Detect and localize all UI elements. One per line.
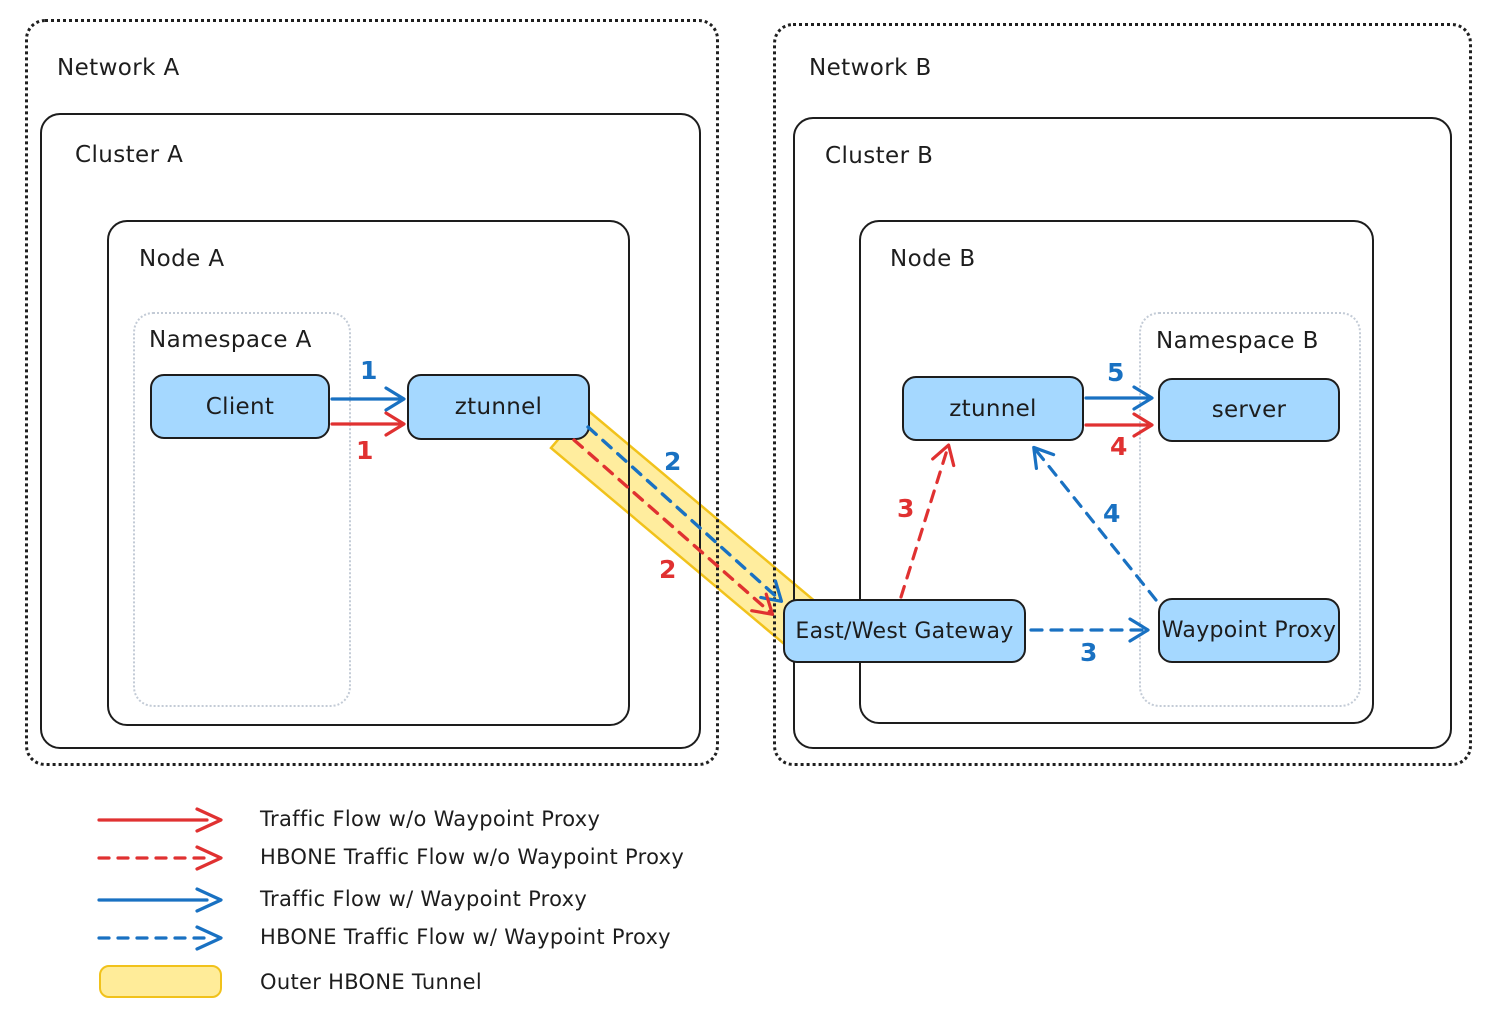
step-1-red-label: 1 bbox=[356, 436, 374, 465]
step-4-red-label: 4 bbox=[1110, 432, 1128, 461]
node-a-label: Node A bbox=[139, 246, 225, 272]
network-b-label: Network B bbox=[809, 55, 932, 81]
legend-label: HBONE Traffic Flow w/ Waypoint Proxy bbox=[260, 925, 671, 949]
server-box: server bbox=[1158, 378, 1340, 442]
legend-label: Traffic Flow w/ Waypoint Proxy bbox=[260, 887, 588, 911]
ztunnel-a-box: ztunnel bbox=[407, 374, 590, 440]
blue-solid-arrow-icon bbox=[97, 887, 223, 913]
step-2-blue-label: 2 bbox=[664, 447, 682, 476]
namespace-b-label: Namespace B bbox=[1156, 328, 1319, 354]
red-solid-arrow-icon bbox=[97, 807, 223, 833]
cluster-a-label: Cluster A bbox=[75, 142, 184, 168]
red-dashed-arrow-icon bbox=[97, 845, 223, 871]
step-3-blue-label: 3 bbox=[1080, 638, 1098, 667]
legend-label: Traffic Flow w/o Waypoint Proxy bbox=[260, 807, 601, 831]
step-5-blue-label: 5 bbox=[1107, 358, 1125, 387]
network-b-container: Network B bbox=[773, 23, 1472, 766]
network-a-label: Network A bbox=[57, 55, 180, 81]
ztunnel-b-box: ztunnel bbox=[902, 376, 1084, 441]
legend-label: HBONE Traffic Flow w/o Waypoint Proxy bbox=[260, 845, 685, 869]
network-a-container: Network A bbox=[25, 19, 719, 766]
node-b-label: Node B bbox=[890, 246, 976, 272]
step-3-red-label: 3 bbox=[897, 494, 915, 523]
east-west-gateway-box: East/West Gateway bbox=[783, 599, 1026, 663]
waypoint-proxy-box: Waypoint Proxy bbox=[1158, 598, 1340, 663]
client-box: Client bbox=[150, 374, 330, 439]
blue-dashed-arrow-icon bbox=[97, 925, 223, 951]
cluster-b-label: Cluster B bbox=[825, 143, 934, 169]
legend-label: Outer HBONE Tunnel bbox=[260, 970, 483, 994]
node-b-container: Node B bbox=[859, 220, 1374, 724]
namespace-a-container: Namespace A bbox=[133, 312, 351, 707]
step-4-blue-label: 4 bbox=[1103, 499, 1121, 528]
yellow-tunnel-swatch-icon bbox=[99, 965, 222, 998]
step-1-blue-label: 1 bbox=[360, 356, 378, 385]
step-2-red-label: 2 bbox=[659, 555, 677, 584]
namespace-a-label: Namespace A bbox=[149, 327, 312, 353]
